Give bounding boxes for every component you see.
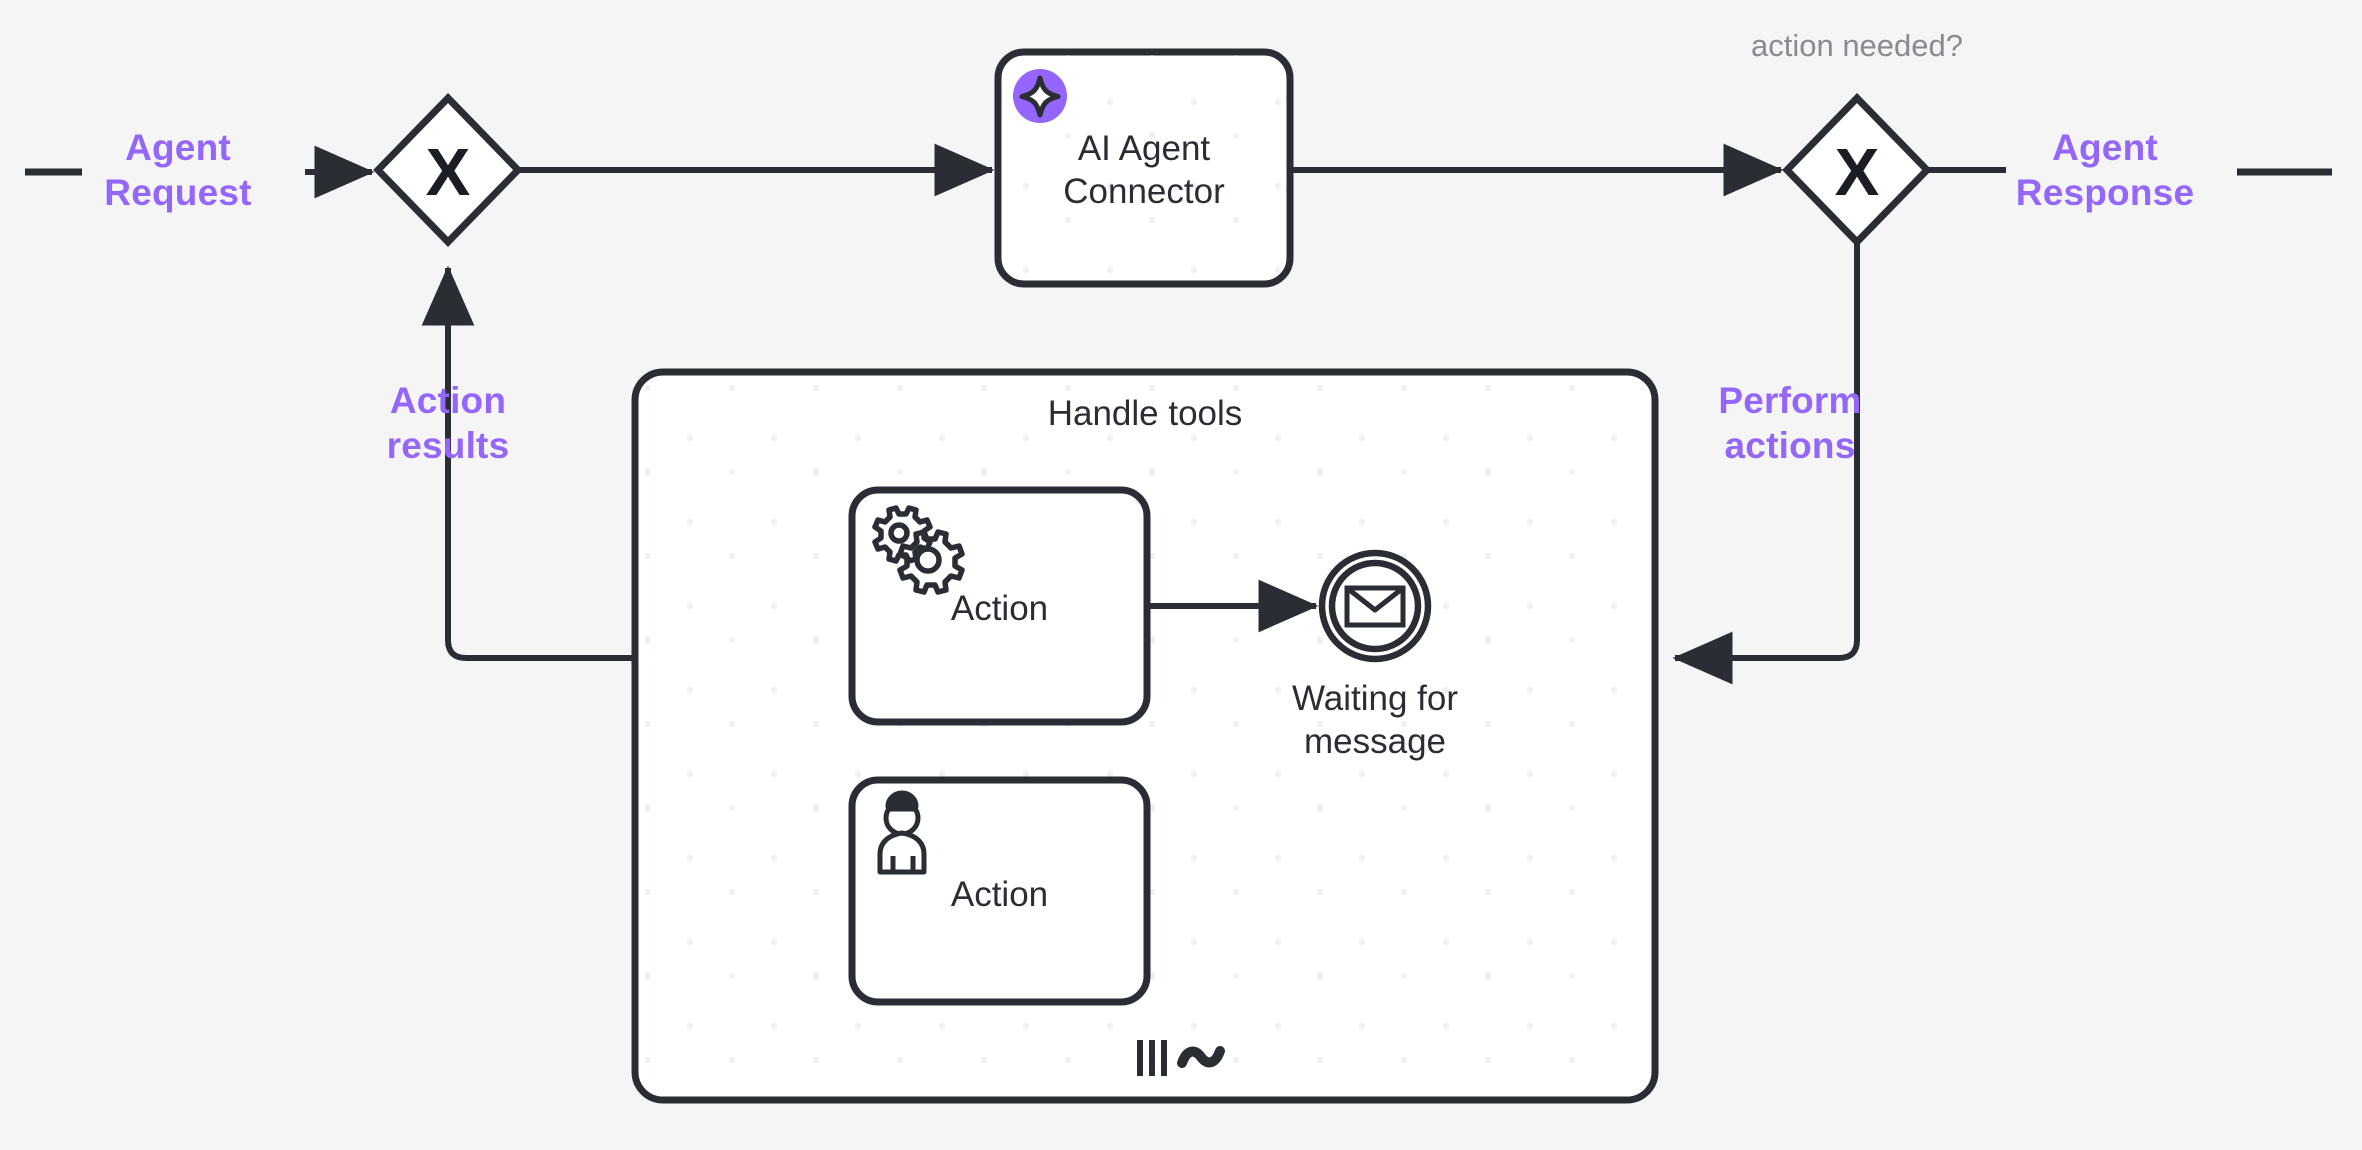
flow-perform-actions[interactable] [1672, 244, 1860, 685]
action-user-task[interactable] [848, 776, 1151, 1006]
sparkle-icon [1013, 69, 1067, 123]
waiting-event-label: Waiting for message [1255, 678, 1495, 763]
gateway-right-x: X [1834, 135, 1880, 210]
ai-agent-label-line1: AI Agent [1077, 129, 1211, 168]
gears-icon [872, 505, 965, 595]
waiting-event-label-line1: Waiting for [1292, 679, 1458, 718]
action-service-task[interactable] [848, 486, 1151, 726]
ai-agent-connector[interactable] [994, 48, 1294, 288]
action-service-label: Action [950, 589, 1049, 628]
label-action-needed: action needed? [1750, 28, 1964, 63]
gateway-left[interactable] [373, 92, 523, 248]
waiting-for-message-event[interactable] [1318, 549, 1432, 663]
parallel-multiinstance-marker [1137, 1040, 1167, 1076]
action-user-label: Action [950, 875, 1049, 914]
label-agent-response: Agent Response [1985, 125, 2225, 215]
envelope-icon [1344, 585, 1406, 628]
label-agent-response-line2: Response [2015, 172, 2195, 214]
flow-action-results[interactable] [421, 265, 633, 661]
label-agent-response-line1: Agent [2052, 127, 2158, 168]
label-agent-request-line1: Agent [125, 127, 231, 168]
ai-agent-label-line2: Connector [1063, 171, 1225, 211]
ai-agent-label: AI Agent Connector [998, 128, 1290, 213]
waiting-event-label-line2: message [1303, 721, 1447, 761]
label-action-results: Action results [338, 378, 558, 468]
label-action-results-line1: Action [389, 380, 507, 421]
person-icon [877, 790, 927, 875]
label-perform-actions: Perform actions [1665, 378, 1915, 468]
adhoc-tilde-marker [1177, 1046, 1225, 1068]
gateway-left-x: X [425, 135, 471, 210]
gateway-right-symbol: X [1787, 139, 1927, 206]
label-perform-actions-line1: Perform [1718, 380, 1862, 421]
label-agent-request-line2: Request [104, 172, 252, 214]
subprocess-title: Handle tools [1047, 394, 1243, 433]
gateway-right[interactable] [1782, 92, 1932, 248]
label-action-results-line2: results [386, 425, 510, 467]
subprocess-markers [1137, 1040, 1225, 1076]
label-agent-request: Agent Request [68, 125, 288, 215]
label-perform-actions-line2: actions [1724, 425, 1856, 467]
gateway-left-symbol: X [378, 139, 518, 206]
